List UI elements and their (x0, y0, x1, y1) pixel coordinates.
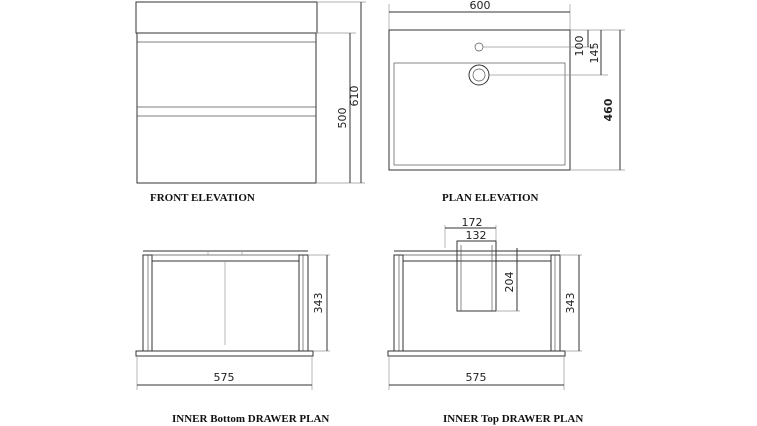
top-drawer-right-side (550, 254, 561, 352)
tap-hole (474, 42, 484, 52)
plan-elevation: 600 100 145 460 (388, 0, 625, 171)
dim-204: 204 (503, 272, 516, 293)
caption-top-drawer: INNER Top DRAWER PLAN (443, 413, 583, 425)
caption-bottom-drawer: INNER Bottom DRAWER PLAN (172, 413, 329, 425)
drain-outer (468, 64, 490, 86)
dim-460: 460 (602, 98, 615, 121)
bottom-drawer-plan: 343 575 (135, 250, 330, 390)
front-elevation: 500 610 (135, 1, 366, 184)
dim-500: 500 (336, 108, 349, 129)
dim-132: 132 (466, 229, 487, 242)
dim-100: 100 (573, 36, 586, 57)
bottom-drawer-left-side (142, 254, 153, 352)
top-drawer-left-side (393, 254, 404, 352)
front-cabinet-body (136, 32, 317, 184)
dim-610: 610 (348, 86, 361, 107)
dim-145: 145 (588, 43, 601, 64)
plan-outline (388, 29, 571, 171)
dim-top-575: 575 (466, 371, 487, 384)
dim-top-343: 343 (564, 293, 577, 314)
dim-172: 172 (462, 216, 483, 229)
caption-plan-elevation: PLAN ELEVATION (442, 192, 539, 204)
bottom-drawer-right-side (298, 254, 309, 352)
caption-front-elevation: FRONT ELEVATION (150, 192, 255, 204)
dim-bottom-343: 343 (312, 293, 325, 314)
dim-600: 600 (470, 0, 491, 12)
plan-basin-bowl (393, 62, 566, 166)
top-drawer-front (387, 350, 566, 357)
bottom-drawer-front (135, 350, 314, 357)
top-drawer-plan: 172 132 204 343 575 (387, 216, 582, 390)
dim-bottom-575: 575 (214, 371, 235, 384)
front-basin (135, 1, 318, 34)
drain-inner (472, 68, 486, 82)
